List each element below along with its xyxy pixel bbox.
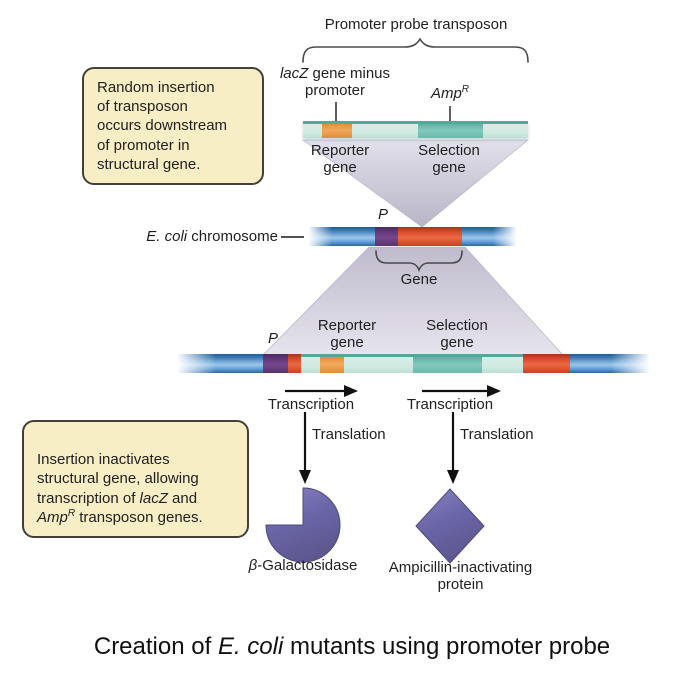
transposon-bar — [303, 121, 528, 138]
transcription-arrow-left-icon — [285, 385, 358, 397]
lacz-label-line2: promoter — [304, 82, 366, 100]
callout2-lacz-italic: lacZ — [139, 489, 168, 507]
lacz-label-rest: gene minus — [308, 65, 391, 82]
transposon-insert-left-segment — [301, 354, 320, 373]
chromosome-right-fade — [493, 226, 521, 247]
translation-label-left: Translation — [312, 426, 386, 443]
beta-italic: β — [248, 557, 258, 574]
gene-fragment-right-segment — [523, 354, 570, 373]
figure-caption: Creation of E. coli mutants using promot… — [14, 633, 690, 661]
insertion-funnel-top — [302, 139, 529, 228]
chromosome-bar — [304, 226, 521, 247]
callout-random-insertion: Random insertion of transposon occurs do… — [82, 67, 264, 185]
ampicillin-protein-label: Ampicillin-inactivating protein — [388, 559, 533, 594]
selection-gene-label-bottom: Selection gene — [426, 317, 488, 352]
mutant-chromosome-bar — [170, 353, 657, 374]
transposon-bar-edge — [303, 121, 528, 124]
mutant-left-fade — [170, 353, 216, 374]
lacz-gene-italic: lacZ — [279, 65, 309, 82]
mutant-right-fade — [611, 353, 657, 374]
callout2-text-2: and — [172, 489, 198, 507]
chromosome-left-fade — [304, 226, 332, 247]
reporter-gene-label-bottom: Reporter gene — [317, 317, 377, 352]
reporter-gene-label-top: Reporter gene — [310, 142, 370, 177]
reporter-gene-segment — [322, 121, 352, 138]
selection-gene-insert-segment — [413, 354, 482, 373]
transposon-insert-mid-segment — [344, 354, 413, 373]
amp-italic: Amp — [430, 85, 462, 102]
amp-superscript: R — [461, 84, 470, 95]
caption-ecoli-italic: E. coli — [217, 633, 284, 660]
amp-label: AmpR — [410, 84, 490, 102]
transposon-insert-right-segment — [482, 354, 523, 373]
transcription-label-right: Transcription — [406, 396, 494, 413]
gene-label: Gene — [400, 271, 438, 288]
translation-arrow-right-icon — [447, 412, 459, 484]
transposon-insert-edge — [301, 354, 523, 357]
lacz-label: lacZ gene minus promoter — [260, 65, 410, 100]
selection-gene-label-top: Selection gene — [418, 142, 480, 177]
structural-gene-segment — [398, 227, 462, 246]
promoter-label-chromosome: P — [377, 206, 388, 223]
callout2-text-1: Insertion inactivates structural gene, a… — [37, 451, 199, 507]
caption-text-1: Creation of — [93, 633, 218, 660]
callout-insertion-inactivates: Insertion inactivates structural gene, a… — [22, 420, 249, 538]
ecoli-italic: E. coli — [146, 228, 188, 245]
ampicillin-protein-shape — [415, 488, 485, 564]
gene-brace — [375, 250, 463, 273]
bgal-label-rest: -Galactosidase — [257, 557, 358, 574]
transcription-arrow-right-icon — [422, 385, 501, 397]
promoter-label-bottom: P — [267, 330, 278, 347]
translation-arrow-left-icon — [299, 412, 311, 484]
reporter-gene-insert-segment — [320, 354, 344, 373]
mutant-promoter-segment — [263, 354, 288, 373]
promoter-segment — [375, 227, 398, 246]
transposon-title: Promoter probe transposon — [324, 16, 508, 33]
ecoli-chromosome-label: E. coli chromosome — [80, 228, 278, 245]
caption-text-2: mutants using promoter probe — [283, 633, 611, 660]
callout2-amp-superscript: R — [67, 507, 76, 519]
callout2-amp-italic: Amp — [37, 508, 68, 526]
gene-fragment-left-segment — [288, 354, 301, 373]
beta-galactosidase-shape — [265, 487, 341, 563]
translation-label-right: Translation — [460, 426, 534, 443]
chromosome-label-rest: chromosome — [187, 228, 278, 245]
beta-galactosidase-label: β-Galactosidase — [223, 557, 383, 574]
callout2-text-3: transposon genes. — [75, 508, 203, 526]
selection-gene-segment — [418, 121, 483, 138]
transcription-label-left: Transcription — [267, 396, 355, 413]
transposon-brace — [302, 37, 529, 63]
